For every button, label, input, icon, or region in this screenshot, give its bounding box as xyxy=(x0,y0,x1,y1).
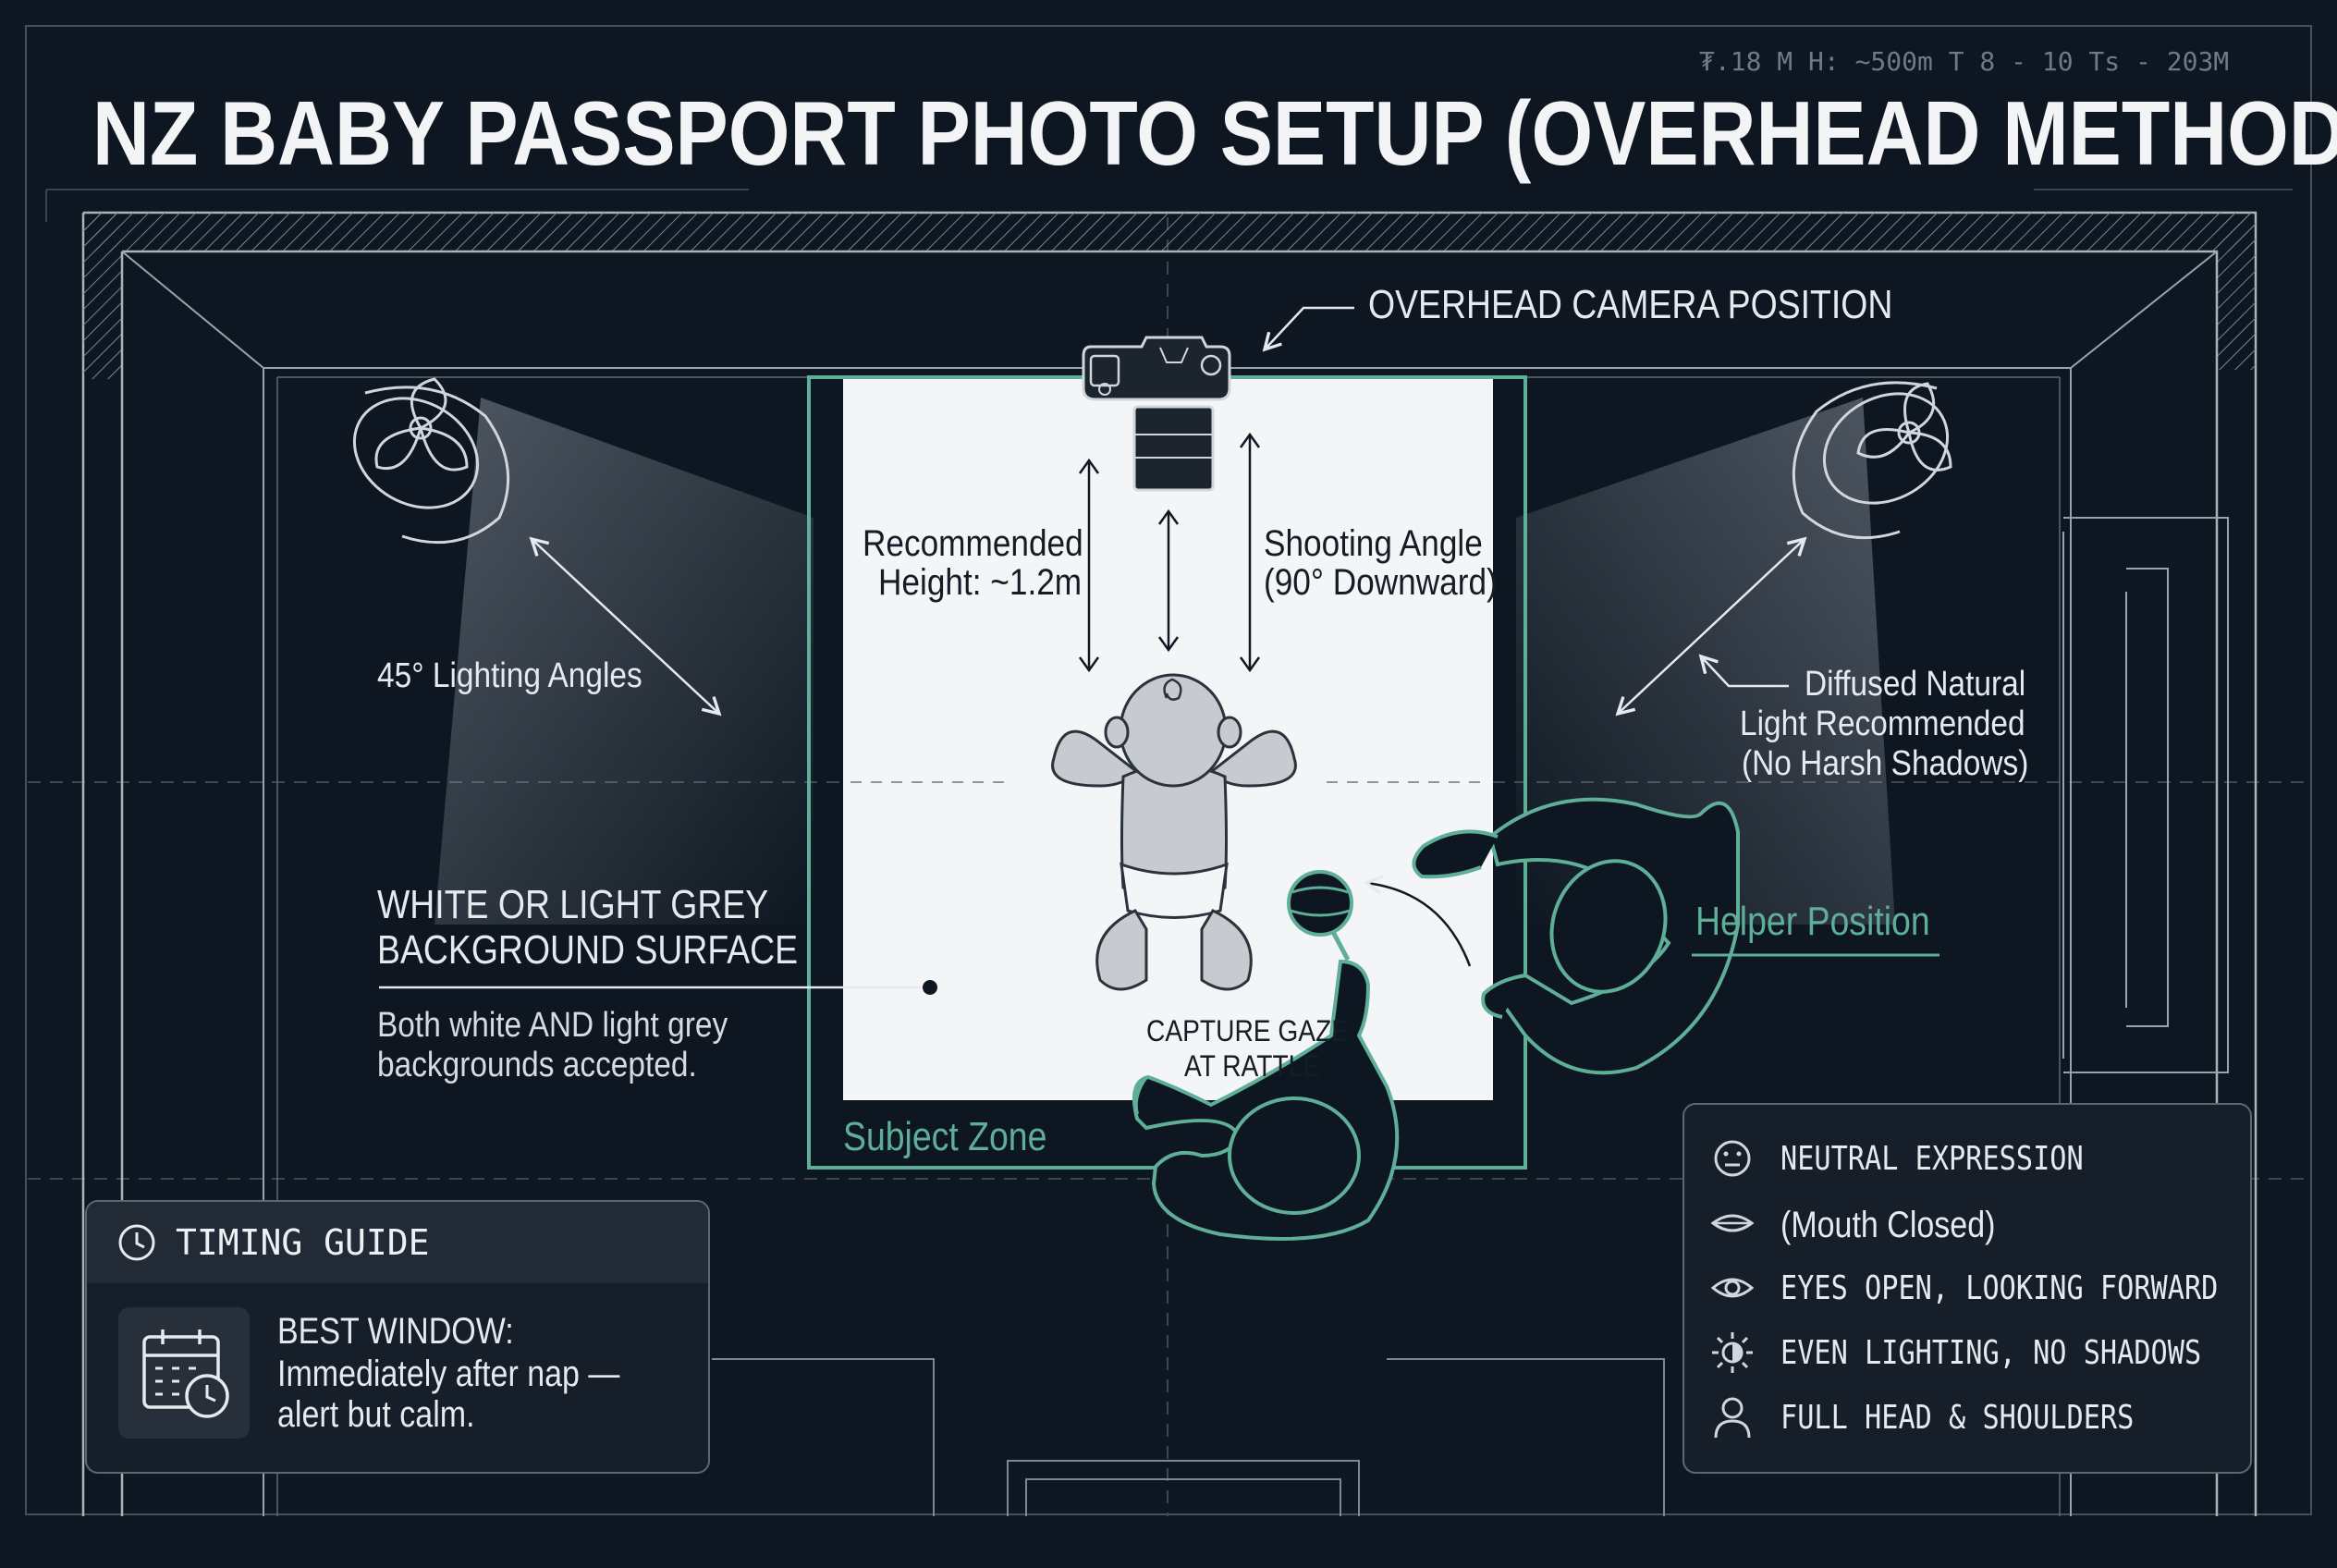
left-angle-arrow xyxy=(529,536,722,717)
eye-icon xyxy=(1710,1278,1755,1298)
angle-label-line2: (90° Downward) xyxy=(1264,562,1498,603)
timing-guide-header xyxy=(87,1202,708,1283)
checklist-item-4: EVEN LIGHTING, NO SHADOWS xyxy=(1780,1334,2202,1372)
baby-figure xyxy=(1051,673,1297,991)
camera-pointer xyxy=(1262,306,1354,352)
diffused-label-line1: Diffused Natural xyxy=(1805,665,2026,704)
helper-figure xyxy=(1412,797,1740,1075)
best-window-line1: Immediately after nap — xyxy=(277,1354,620,1394)
camera-icon xyxy=(1082,336,1231,492)
gaze-label-line2: AT RATTLE xyxy=(1184,1049,1321,1083)
best-window-line2: alert but calm. xyxy=(277,1394,475,1435)
calendar-clock-icon xyxy=(142,1329,229,1418)
rattle-icon xyxy=(1287,870,1353,962)
background-note-line1: Both white AND light grey xyxy=(377,1006,728,1045)
right-angle-arrow xyxy=(1615,536,1807,717)
sun-icon xyxy=(1712,1332,1753,1373)
angle-label-line1: Shooting Angle xyxy=(1264,523,1483,564)
calendar-icon-tile xyxy=(118,1307,250,1439)
lighting-angles-label: 45° Lighting Angles xyxy=(377,656,642,695)
checklist-item-2: (Mouth Closed) xyxy=(1780,1205,1996,1245)
height-label-line2: Height: ~1.2m xyxy=(878,562,1083,603)
requirements-checklist-panel: NEUTRAL EXPRESSION (Mouth Closed) EYES O… xyxy=(1682,1103,2252,1474)
height-label-line1: Recommended xyxy=(863,523,1083,564)
second-helper-figure xyxy=(1132,959,1400,1241)
height-arrows xyxy=(1078,432,1261,673)
header-meta: ₮.18 M H: ~500m T 8 - 10 Ts - 203M xyxy=(1699,46,2230,77)
bottom-furniture xyxy=(712,1358,1665,1516)
best-window-label: BEST WINDOW: xyxy=(277,1311,514,1352)
checklist-item-3: EYES OPEN, LOOKING FORWARD xyxy=(1780,1269,2219,1307)
gaze-label-line1: CAPTURE GAZE xyxy=(1146,1014,1350,1047)
helper-position-label: Helper Position xyxy=(1695,899,1930,944)
window xyxy=(2062,517,2229,1073)
checklist-item-1: NEUTRAL EXPRESSION xyxy=(1780,1140,2084,1178)
clock-icon xyxy=(118,1224,155,1261)
subject-zone-label: Subject Zone xyxy=(843,1114,1047,1159)
camera-label: OVERHEAD CAMERA POSITION xyxy=(1368,282,1893,327)
timing-guide-title: TIMING GUIDE xyxy=(176,1222,430,1263)
mouth-closed-icon xyxy=(1710,1214,1755,1232)
background-title-line1: WHITE OR LIGHT GREY xyxy=(377,882,769,927)
diffused-label-line2: Light Recommended xyxy=(1740,704,2025,743)
background-title-line2: BACKGROUND SURFACE xyxy=(377,927,799,973)
room-walls xyxy=(81,211,2257,1516)
background-note-line2: backgrounds accepted. xyxy=(377,1046,697,1084)
right-light-icon xyxy=(1792,381,1952,540)
left-light-icon xyxy=(352,377,510,545)
gaze-arrow xyxy=(1363,875,1472,967)
page-title: NZ BABY PASSPORT PHOTO SETUP (OVERHEAD M… xyxy=(92,82,2337,184)
timing-guide-panel: TIMING GUIDE BEST WINDOW: Immediately af… xyxy=(85,1200,710,1474)
neutral-face-icon xyxy=(1714,1140,1751,1177)
diffused-label-line3: (No Harsh Shadows) xyxy=(1742,744,2029,783)
surface-leader-dot xyxy=(923,980,937,995)
checklist-item-5: FULL HEAD & SHOULDERS xyxy=(1780,1399,2135,1437)
diffused-pointer xyxy=(1698,654,1789,688)
person-icon xyxy=(1714,1397,1751,1439)
